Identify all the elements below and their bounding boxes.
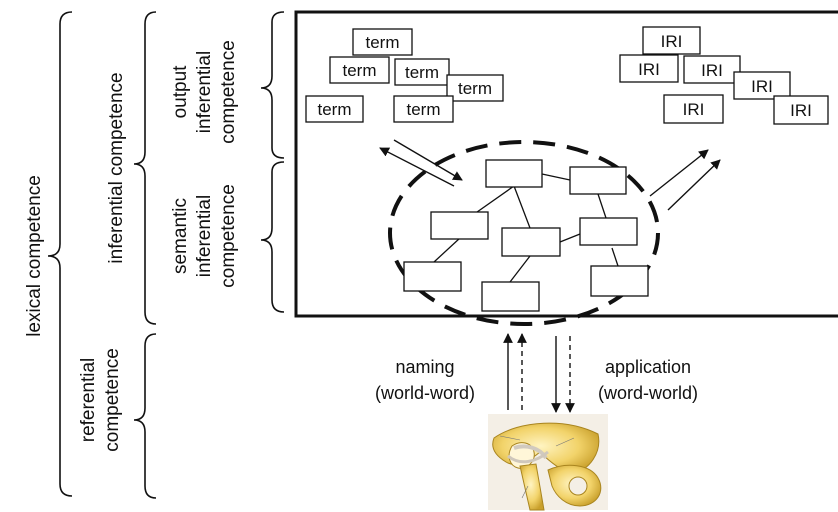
svg-text:term: term [366,33,400,52]
application-caption: application (word-world) [598,357,698,403]
label-semantic-inferential-competence: semantic inferential competence [170,184,239,288]
brace-semantic [260,161,285,313]
svg-text:term: term [343,61,377,80]
referential-line1: referential [78,358,99,443]
svg-text:term: term [407,100,441,119]
referential-line2: competence [102,348,123,452]
application-line1: application [605,357,691,377]
network-node [579,217,638,246]
network-node [430,211,489,240]
term-boxes: term term term term term term [305,28,504,123]
svg-text:term: term [318,100,352,119]
svg-text:IRI: IRI [683,100,705,119]
term-box: term [329,56,390,84]
iri-network-arrows [649,149,721,211]
iri-boxes: IRI IRI IRI IRI IRI IRI [619,26,829,125]
semantic-line2: inferential [194,195,215,277]
naming-arrows [503,333,527,410]
network-node [481,281,540,312]
label-lexical-competence: lexical competence [24,175,45,337]
term-box: term [352,28,413,56]
network-node [403,261,462,292]
brace-lexical [47,11,73,497]
svg-text:IRI: IRI [661,32,683,51]
output-line1: output [170,65,191,119]
application-line2: (word-world) [598,383,698,403]
network-node-boxes [403,159,649,312]
naming-line2: (world-word) [375,383,475,403]
hip-joint-image [488,414,608,511]
svg-text:IRI: IRI [701,61,723,80]
label-inferential-competence: inferential competence [106,72,127,263]
iri-box: IRI [683,55,741,84]
naming-caption: naming (world-word) [375,357,475,403]
term-box: term [393,95,454,123]
naming-line1: naming [395,357,454,377]
network-node [590,265,649,297]
brace-referential [133,333,157,499]
svg-text:IRI: IRI [751,77,773,96]
network-node [501,227,561,257]
label-output-inferential-competence: output inferential competence [170,40,239,144]
term-network-arrows [379,139,463,187]
application-arrows [551,336,575,413]
term-box: term [446,74,504,102]
main-frame [294,10,838,318]
output-line2: inferential [194,51,215,133]
term-box: term [305,95,364,123]
label-referential-competence: referential competence [78,348,123,452]
svg-text:IRI: IRI [638,60,660,79]
network-node [569,166,627,195]
iri-box: IRI [642,26,701,55]
output-line3: competence [218,40,239,144]
svg-text:term: term [458,79,492,98]
semantic-network [388,140,660,326]
semantic-line1: semantic [170,198,191,274]
iri-box: IRI [773,95,829,125]
network-node [485,159,543,188]
term-box: term [394,58,450,86]
semantic-line3: competence [218,184,239,288]
network-boundary [388,140,660,326]
svg-text:IRI: IRI [790,101,812,120]
svg-text:term: term [405,63,439,82]
network-edges [433,173,619,283]
brace-output [260,11,285,159]
iri-box: IRI [619,54,679,83]
iri-box: IRI [663,94,724,124]
brace-inferential [133,11,157,325]
iri-box: IRI [733,71,791,100]
